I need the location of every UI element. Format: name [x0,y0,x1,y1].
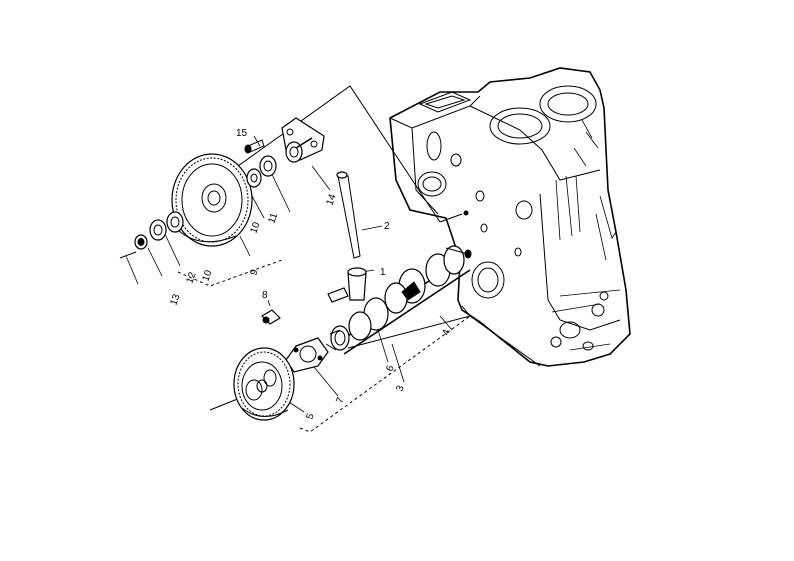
bolt-8 [261,309,281,325]
woodruff-key [327,287,349,303]
callout-3: 3 [394,384,406,393]
callout-14: 14 [324,192,338,207]
callout-11: 11 [266,211,280,225]
callout-7: 7 [334,396,346,405]
callout-4: 4 [440,328,452,337]
callout-10-lower: 10 [200,268,214,283]
callout-9: 9 [248,268,260,277]
leader-lines [119,85,541,433]
engine-block [389,67,631,367]
upper-idler-gear [171,153,253,247]
callout-1: 1 [380,267,386,278]
camshaft-gear [233,347,295,421]
gear-shaft-bracket [281,117,325,163]
callout-2: 2 [384,221,390,232]
callout-15: 15 [236,128,248,139]
thrust-plate [285,337,329,373]
camshaft [325,245,472,355]
callout-labels: 1 2 3 4 5 6 7 8 9 10 10 11 12 13 14 15 [168,128,452,421]
callout-6: 6 [384,364,396,373]
tappet [347,267,367,301]
callout-8: 8 [262,290,268,301]
callout-13: 13 [168,292,182,307]
callout-5: 5 [304,412,316,421]
bolt-15 [244,139,265,154]
pushrod [336,171,361,259]
callout-12: 12 [184,270,198,285]
thrust-washer-parts [134,155,277,250]
callout-10-upper: 10 [248,220,262,235]
